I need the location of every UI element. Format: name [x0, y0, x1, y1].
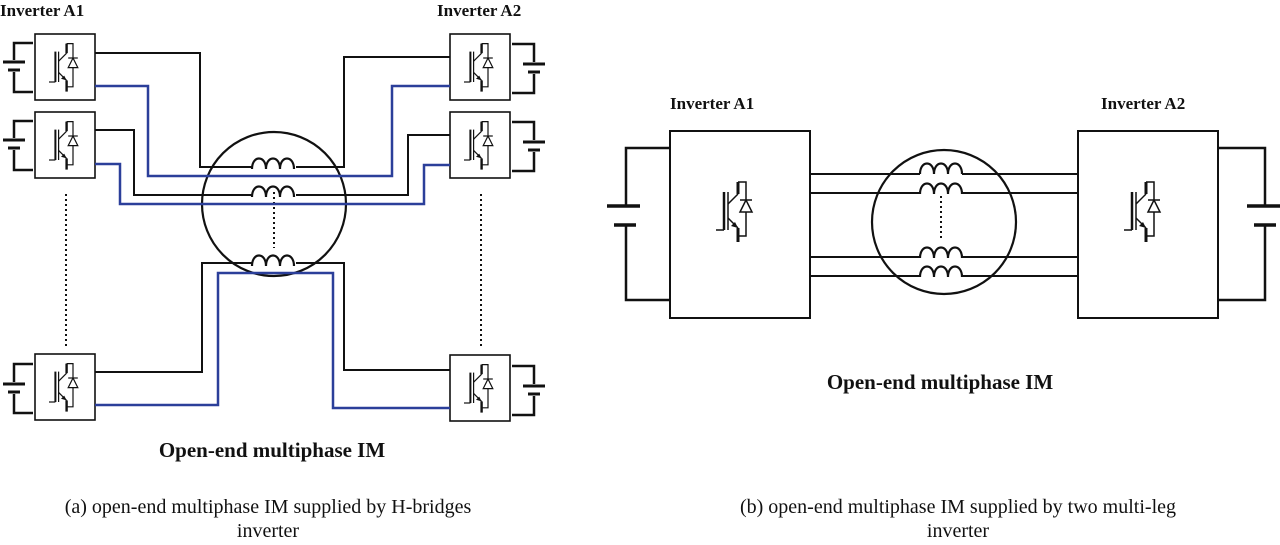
- winding-coil-n: [250, 254, 296, 268]
- dc-source-left-1: [3, 41, 33, 94]
- panel-b-caption-line1: (b) open-end multiphase IM supplied by t…: [740, 496, 1176, 518]
- wire-a1-phase1-black: [95, 52, 252, 168]
- panel-b-inverter-a1-label: Inverter A1: [670, 94, 754, 113]
- wire-a2-phase1-black: [296, 56, 450, 168]
- dc-source-right-1: [512, 42, 545, 95]
- wire-phase1-blue: [95, 84, 450, 178]
- wire-a1-phase2-black: [95, 129, 252, 196]
- panel-b-caption-line2: inverter: [927, 520, 990, 542]
- wire-phasen-blue: [95, 271, 450, 410]
- h-bridge-module-right-n: [450, 355, 510, 421]
- dc-source-left-n: [3, 362, 33, 415]
- wire-a2-phase2-black: [296, 134, 450, 196]
- winding-coil-b2: [918, 182, 964, 196]
- dc-source-b-left: [607, 146, 670, 302]
- motor-circle-b: [870, 148, 1018, 296]
- multi-leg-inverter-a2: [1077, 130, 1219, 319]
- h-bridge-module-right-2: [450, 112, 510, 178]
- panel-a-inverter-a1-label: Inverter A1: [0, 1, 84, 20]
- dc-source-b-right: [1218, 146, 1280, 302]
- dc-source-left-2: [3, 119, 33, 172]
- wire-a2-phasen-black: [296, 262, 450, 371]
- dc-source-right-n: [512, 364, 545, 417]
- h-bridge-module-left-2: [35, 112, 95, 178]
- panel-a: Inverter A1 Inverter A2: [0, 1, 545, 542]
- panel-a-caption-line2: inverter: [237, 520, 300, 542]
- panel-a-inverter-a2-label: Inverter A2: [437, 1, 521, 20]
- h-bridge-module-left-n: [35, 354, 95, 420]
- h-bridge-module-left-1: [35, 34, 95, 100]
- winding-coil-1: [250, 157, 296, 171]
- wire-a1-phasen-black: [95, 262, 252, 373]
- winding-coil-2: [250, 185, 296, 199]
- winding-coil-b4: [918, 265, 964, 279]
- winding-coil-b1: [918, 162, 964, 176]
- dc-source-right-2: [512, 120, 545, 173]
- panel-b-inverter-a2-label: Inverter A2: [1101, 94, 1185, 113]
- multi-leg-inverter-a1: [669, 130, 811, 319]
- panel-b: Inverter A1 Inverter A2: [607, 94, 1280, 542]
- panel-a-caption-line1: (a) open-end multiphase IM supplied by H…: [65, 496, 472, 518]
- panel-b-motor-label: Open-end multiphase IM: [827, 370, 1054, 394]
- wire-phase2-blue: [95, 162, 450, 206]
- winding-coil-b3: [918, 246, 964, 260]
- h-bridge-module-right-1: [450, 34, 510, 100]
- panel-a-motor-label: Open-end multiphase IM: [159, 438, 386, 462]
